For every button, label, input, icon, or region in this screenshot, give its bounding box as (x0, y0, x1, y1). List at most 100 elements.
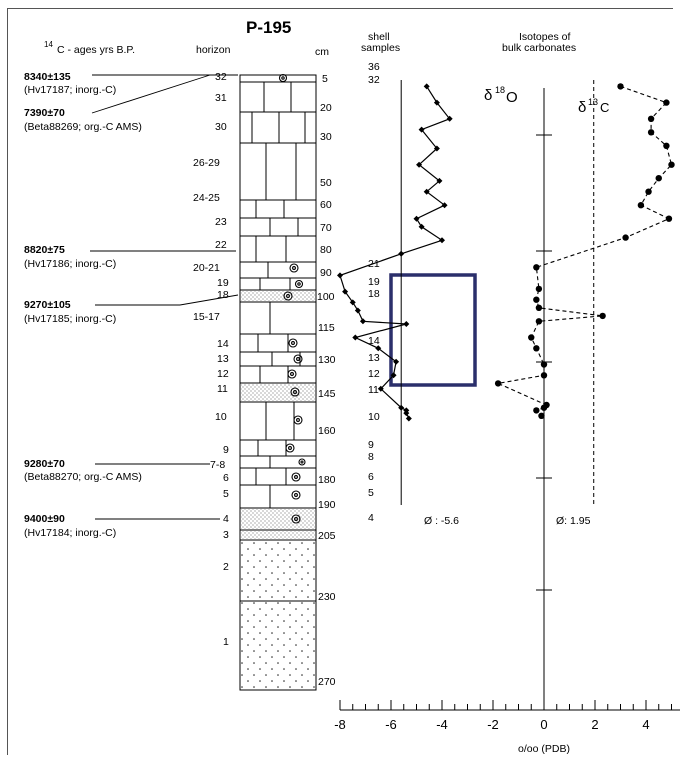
isotope-header-1: Isotopes of (519, 31, 571, 43)
data-point-d13c (533, 296, 540, 303)
horizon-label: 23 (215, 216, 227, 228)
data-point-d18o (393, 358, 400, 365)
depth-label: 230 (318, 591, 336, 603)
depth-label: 205 (318, 530, 336, 542)
x-axis-label: o/oo (PDB) (518, 743, 570, 755)
horizon-column-header: horizon (196, 44, 231, 56)
depth-label: 50 (320, 177, 332, 189)
data-point-d13c (647, 129, 655, 136)
depth-label: 20 (320, 102, 332, 114)
age-value: 9400±90 (24, 513, 65, 525)
age-value: 7390±70 (24, 107, 65, 119)
data-point-d18o (352, 334, 359, 341)
depth-label: 5 (322, 73, 328, 85)
shell-sample-label: 9 (368, 439, 374, 451)
data-point-d18o (398, 250, 405, 257)
data-point-d18o (418, 126, 425, 133)
data-point-d13c (665, 215, 673, 222)
shell-sample-label: 32 (368, 74, 380, 86)
data-point-d18o (418, 223, 425, 230)
horizon-label: 30 (215, 121, 227, 133)
data-point-d18o (423, 83, 430, 90)
data-point-d18o (398, 404, 405, 411)
x-tick-label: -4 (436, 717, 448, 732)
data-point-d13c (645, 188, 652, 195)
series-line-d18o (339, 86, 451, 419)
data-point-d13c (663, 99, 670, 106)
mean-label-d13c: Ø: 1.95 (556, 515, 591, 527)
series-label-d13c-tail: C (600, 100, 609, 115)
depth-label: 70 (320, 222, 332, 234)
horizon-label: 7-8 (210, 459, 226, 471)
data-point-d18o (433, 145, 440, 152)
shell-sample-label: 18 (368, 288, 380, 300)
shell-sample-label: 13 (368, 352, 380, 364)
data-point-d18o (354, 307, 361, 314)
data-point-d18o (359, 318, 366, 325)
x-tick-label: 2 (591, 717, 598, 732)
horizon-label: 19 (217, 277, 229, 289)
shell-sample-label: 36 (368, 61, 380, 73)
series-line-d13c (496, 85, 673, 417)
series-label-d13c: δ (578, 99, 586, 116)
horizon-label: 22 (215, 239, 227, 251)
depth-label: 190 (318, 499, 336, 511)
shell-sample-label: 12 (368, 368, 380, 380)
data-point-d13c (540, 372, 548, 379)
age-value: 9270±105 (24, 299, 71, 311)
data-point-d18o (441, 202, 448, 209)
data-point-d13c (535, 318, 543, 325)
shell-sample-label: 10 (368, 411, 380, 423)
data-point-d18o (342, 288, 349, 295)
depth-label: 160 (318, 425, 336, 437)
age-lab: (Beta88269; org.-C AMS) (24, 121, 142, 133)
data-point-d13c (637, 202, 645, 209)
depth-label: 130 (318, 354, 336, 366)
data-point-d13c (617, 83, 624, 90)
series-label-d13c-sup: 13 (588, 97, 598, 107)
age-lab: (Hv17184; inorg.-C) (24, 527, 117, 539)
age-value: 8820±75 (24, 244, 65, 256)
data-point-d13c (622, 234, 629, 241)
data-point-d18o (337, 272, 343, 279)
data-point-d13c (540, 361, 548, 368)
shell-sample-label: 19 (368, 276, 380, 288)
data-point-d18o (433, 99, 440, 106)
data-point-d18o (436, 177, 443, 184)
isotope-header-2: bulk carbonates (502, 42, 577, 54)
shell-sample-label: 8 (368, 451, 374, 463)
data-point-d13c (668, 161, 675, 168)
depth-label: 180 (318, 474, 336, 486)
data-point-d13c (533, 407, 540, 414)
depth-label: 100 (317, 291, 335, 303)
data-point-d13c (535, 285, 543, 293)
depth-label: 145 (318, 388, 336, 400)
x-tick-label: -8 (334, 717, 346, 732)
figure-frame (7, 8, 673, 755)
horizon-label: 18 (217, 289, 229, 301)
depth-label: 60 (320, 199, 332, 211)
horizon-label: 1 (223, 636, 229, 648)
x-tick-label: -2 (487, 717, 499, 732)
data-point-d18o (405, 415, 412, 422)
data-point-d18o (403, 410, 410, 417)
depth-label: 30 (320, 131, 332, 143)
age-lab: (Hv17185; inorg.-C) (24, 313, 117, 325)
horizon-label: 15-17 (193, 311, 220, 323)
data-point-d13c (540, 404, 548, 411)
horizon-label: 20-21 (193, 262, 220, 274)
data-point-d13c (647, 115, 655, 123)
shell-sample-label: 4 (368, 512, 374, 524)
horizon-label: 2 (223, 561, 229, 573)
data-point-d13c (494, 380, 502, 387)
series-label-d18o: δ (484, 87, 492, 104)
data-point-d18o (446, 115, 453, 122)
horizon-label: 9 (223, 444, 229, 456)
depth-label: 80 (320, 244, 332, 256)
highlight-box (389, 273, 477, 387)
data-point-d13c (663, 142, 670, 149)
series-label-d18o-tail: O (506, 89, 518, 106)
mean-label-d18o: Ø : -5.6 (424, 515, 459, 527)
